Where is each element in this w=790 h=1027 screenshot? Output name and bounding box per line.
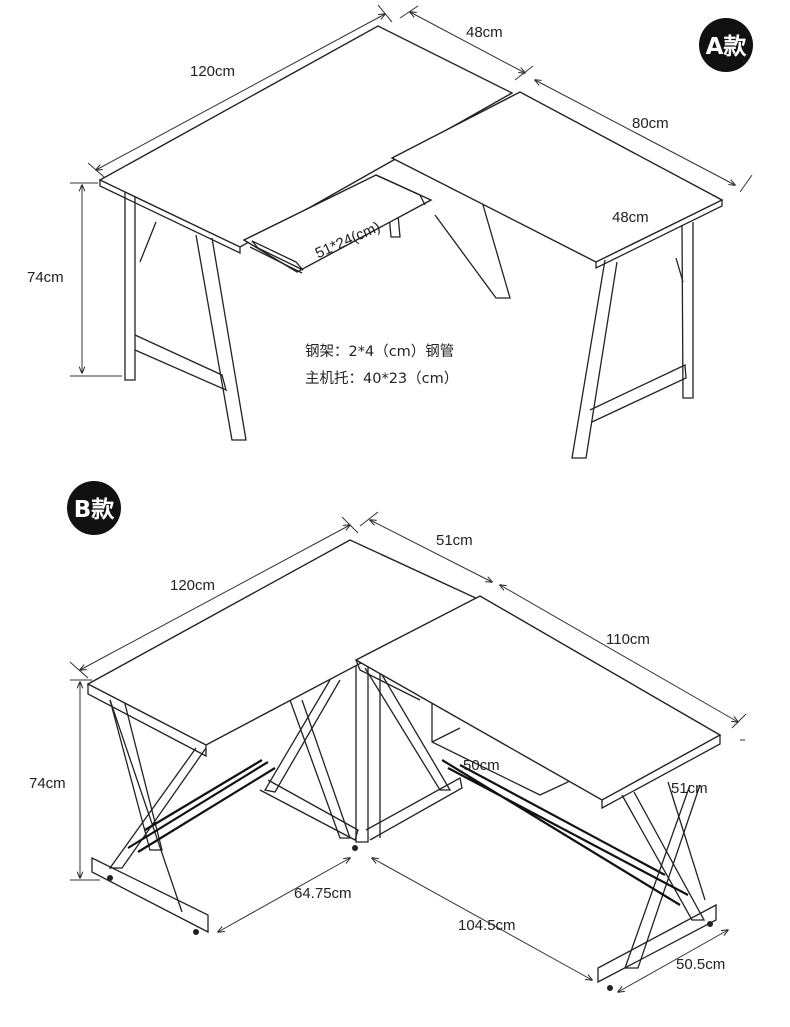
variant-b-tray-width-label: 50cm: [463, 757, 500, 774]
variant-b-side-length-label: 110cm: [606, 631, 650, 648]
variant-b-base-depth-label: 50.5cm: [676, 956, 725, 973]
variant-b-top-length-label: 120cm: [170, 577, 215, 594]
variant-a-host-tray-note: 主机托：40*23（cm）: [305, 370, 458, 387]
variant-b-desktop: [86, 539, 722, 810]
variant-b-base-left-label: 64.75cm: [294, 885, 352, 902]
variant-b-diagram: B款: [29, 481, 747, 992]
variant-b-height-label: 74cm: [29, 775, 66, 792]
variant-b-badge-label: B款: [74, 496, 116, 523]
variant-b-side-depth-label: 51cm: [671, 780, 708, 797]
variant-a-badge: A款: [699, 18, 753, 72]
variant-b-dimension-lines: [69, 511, 747, 992]
variant-b-top-depth-label: 51cm: [436, 532, 473, 549]
variant-a-badge-label: A款: [706, 33, 748, 60]
variant-a-frame-note: 钢架：2*4（cm）钢管: [305, 343, 454, 360]
variant-a-side-length-label: 80cm: [632, 115, 669, 132]
variant-a-top-depth-label: 48cm: [466, 24, 503, 41]
variant-a-height-label: 74cm: [27, 269, 64, 286]
variant-a-top-length-label: 120cm: [190, 63, 235, 80]
variant-b-frame: [91, 665, 717, 991]
variant-a-legs: [124, 192, 694, 459]
variant-b-base-right-label: 104.5cm: [458, 917, 516, 934]
variant-b-badge: B款: [67, 481, 121, 535]
variant-a-side-depth-label: 48cm: [612, 209, 649, 226]
variant-a-diagram: A款: [27, 4, 753, 459]
variant-a-desktop: [98, 25, 724, 274]
